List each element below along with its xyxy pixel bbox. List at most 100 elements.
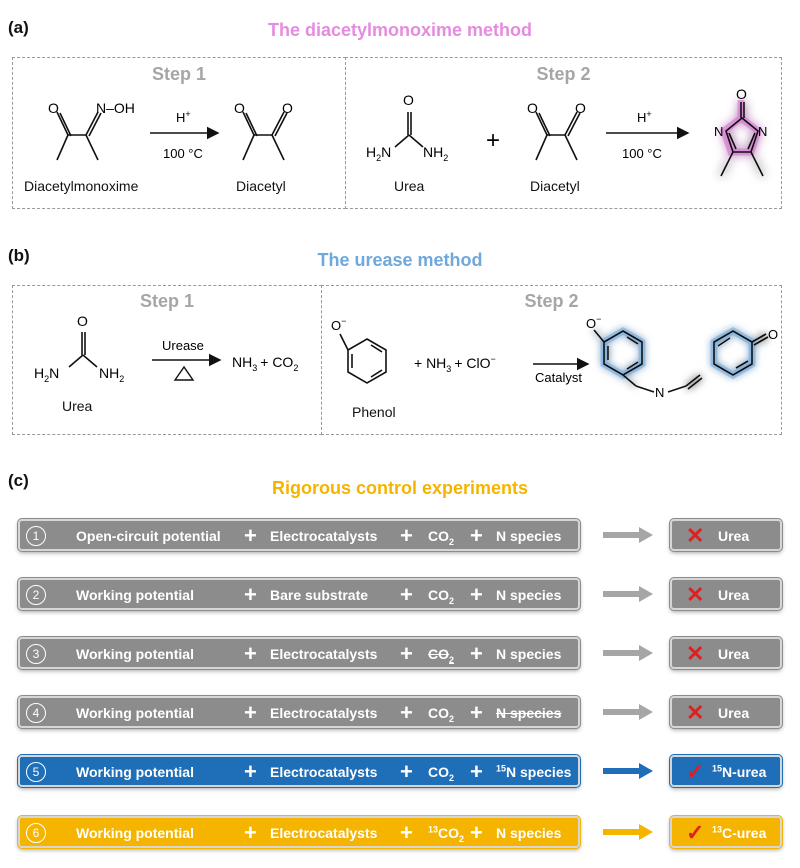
row-plus-3: + xyxy=(470,582,483,607)
row-number-badge: 3 xyxy=(26,644,46,664)
diacetyl-label-2: Diacetyl xyxy=(530,178,580,194)
row-plus-2: + xyxy=(400,641,413,666)
panel-c-label: (c) xyxy=(8,471,29,490)
row-catalyst: Electrocatalysts xyxy=(270,764,378,780)
row-co2: CO2 xyxy=(428,705,455,724)
phenol-label: Phenol xyxy=(352,404,396,420)
row-catalyst: Electrocatalysts xyxy=(270,646,378,662)
panel-a-step1-title: Step 1 xyxy=(151,64,207,84)
cross-icon: ✕ xyxy=(686,641,705,666)
cross-icon: ✕ xyxy=(686,700,705,725)
row-catalyst: Electrocatalysts xyxy=(270,825,378,841)
panel-a-label: (a) xyxy=(8,18,29,37)
panel-b-step2-title: Step 2 xyxy=(524,291,579,311)
plus-a: + xyxy=(486,127,500,154)
row-catalyst: Electrocatalysts xyxy=(270,528,378,544)
row-result-label: 15N-urea xyxy=(712,763,767,780)
row-plus-1: + xyxy=(244,820,257,845)
row-co2: CO2 xyxy=(428,528,455,547)
row-co2: CO2 xyxy=(428,587,455,606)
oxime-o-atom: O xyxy=(48,100,59,116)
row-plus-1: + xyxy=(244,700,257,725)
row-condition: Working potential xyxy=(76,587,194,603)
panel-c-title: Rigorous control experiments xyxy=(271,478,529,498)
panel-b-step1-title: Step 1 xyxy=(139,291,195,311)
row-arrow-icon xyxy=(603,824,653,840)
reagent-a2: H xyxy=(637,110,646,125)
indophenol-o-minus: O− xyxy=(586,314,601,331)
row-condition: Working potential xyxy=(76,825,194,841)
row-plus-2: + xyxy=(400,582,413,607)
product-a-n1: N xyxy=(714,124,723,139)
reagent-a1: H xyxy=(176,110,185,125)
urea-b-h2n: H2N xyxy=(34,365,59,384)
catalyst-label: Catalyst xyxy=(535,370,582,385)
indophenol-n: N xyxy=(655,385,664,400)
panel-b-label: (b) xyxy=(8,246,30,265)
diacetyl1-o2: O xyxy=(282,100,293,116)
oxime-group: N–OH xyxy=(96,100,135,116)
urea-structure-b xyxy=(68,332,98,368)
row-condition: Working potential xyxy=(76,705,194,721)
row-plus-3: + xyxy=(470,700,483,725)
row-result-label: Urea xyxy=(718,646,750,662)
row-condition: Working potential xyxy=(76,646,194,662)
row-catalyst: Electrocatalysts xyxy=(270,705,378,721)
row-result-label: 13C-urea xyxy=(712,824,767,841)
diacetylmonoxime-label: Diacetylmonoxime xyxy=(24,178,139,194)
row-arrow-icon xyxy=(603,645,653,661)
panel-a-step2-box xyxy=(345,57,782,209)
cross-icon: ✕ xyxy=(686,582,705,607)
row-n-species: N species xyxy=(496,646,562,662)
row-n-species: 15N species xyxy=(496,763,572,780)
row-n-species: N species xyxy=(496,705,562,721)
urea-label-a: Urea xyxy=(394,178,425,194)
row-plus-3: + xyxy=(470,641,483,666)
row-result: ✓ 13C-urea xyxy=(670,816,782,848)
urea-a-h2n: H2N xyxy=(366,144,391,163)
check-icon: ✓ xyxy=(686,820,705,845)
urease-products: NH3+ CO2 xyxy=(232,354,298,373)
product-a-n2: N xyxy=(758,124,767,139)
row-plus-2: + xyxy=(400,820,413,845)
row-plus-1: + xyxy=(244,641,257,666)
row-n-species: N species xyxy=(496,825,562,841)
phenol-structure xyxy=(339,333,387,384)
urea-a-nh2: NH2 xyxy=(423,144,448,163)
row-plus-1: + xyxy=(244,759,257,784)
row-n-species: N species xyxy=(496,528,562,544)
row-result-label: Urea xyxy=(718,705,750,721)
urea-label-b: Urea xyxy=(62,398,93,414)
enzyme-label: Urease xyxy=(162,338,204,353)
row-condition: Working potential xyxy=(76,764,194,780)
indophenol-o: O xyxy=(768,327,778,342)
cross-icon: ✕ xyxy=(686,523,705,548)
row-plus-2: + xyxy=(400,759,413,784)
urea-b-nh2: NH2 xyxy=(99,365,124,384)
diacetyl-label-1: Diacetyl xyxy=(236,178,286,194)
row-n-species: N species xyxy=(496,587,562,603)
diacetyl-structure-1 xyxy=(242,111,288,161)
panel-a-title: The diacetylmonoxime method xyxy=(267,20,533,40)
urea-a-o: O xyxy=(403,92,414,108)
urea-b-o: O xyxy=(77,313,88,329)
oxidants: + NH3+ ClO− xyxy=(414,354,496,374)
row-co2: 13CO2 xyxy=(428,824,465,844)
row-arrow-icon xyxy=(603,704,653,720)
condition-a1: 100 °C xyxy=(163,146,203,161)
condition-a2: 100 °C xyxy=(622,146,662,161)
row-result: ✕ Urea xyxy=(670,696,782,728)
row-result: ✕ Urea xyxy=(670,637,782,669)
row-arrow-icon xyxy=(603,763,653,779)
heat-triangle-icon xyxy=(173,365,195,381)
row-plus-3: + xyxy=(470,759,483,784)
row-co2: CO2 xyxy=(428,764,455,783)
row-arrow-icon xyxy=(603,586,653,602)
phenol-o: O− xyxy=(331,316,346,333)
row-plus-3: + xyxy=(470,820,483,845)
panel-b-step2-box xyxy=(321,285,782,435)
row-plus-2: + xyxy=(400,523,413,548)
diacetyl2-o2: O xyxy=(575,100,586,116)
